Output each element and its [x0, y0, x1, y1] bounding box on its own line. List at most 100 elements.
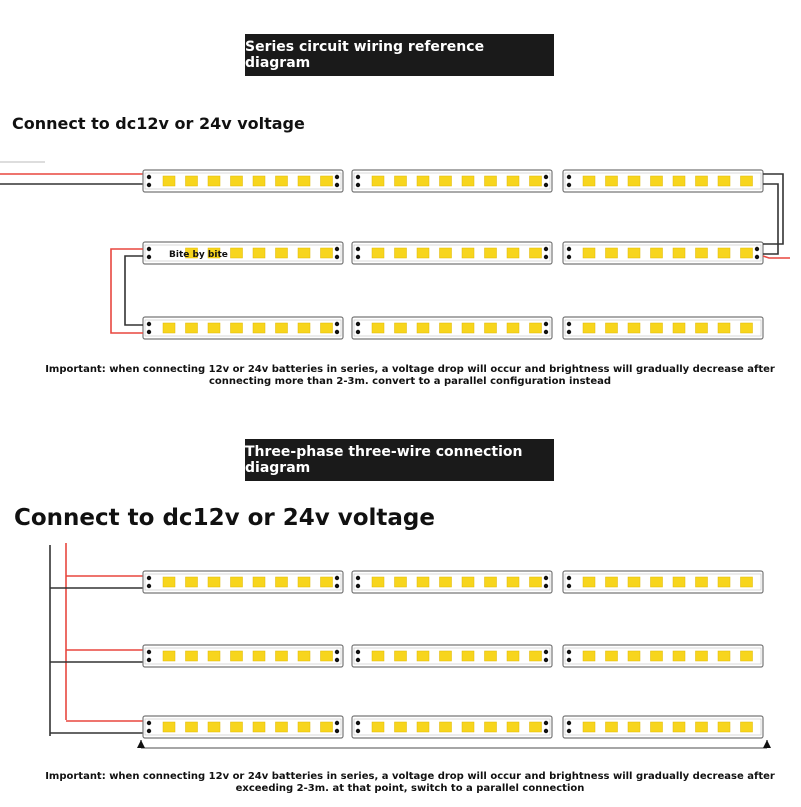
led-chip: [506, 650, 520, 662]
led-chip: [371, 247, 385, 259]
strip-body: [562, 715, 764, 739]
led-chip: [297, 322, 311, 334]
solder-pad: [355, 329, 361, 335]
led-chip: [297, 721, 311, 733]
led-chip: [297, 247, 311, 259]
led-chip: [650, 322, 663, 334]
solder-pad: [566, 728, 572, 734]
solder-pad: [566, 649, 572, 655]
solder-pad: [146, 254, 152, 260]
led-chip: [605, 576, 618, 588]
solder-pad: [566, 321, 572, 327]
solder-pad: [355, 254, 361, 260]
parallel-heading: Connect to dc12v or 24v voltage: [14, 505, 435, 531]
led-strip: [562, 316, 764, 340]
led-chip: [275, 175, 288, 187]
series-left-loop-negative: [124, 255, 143, 326]
strip-inner-edge: [353, 647, 551, 665]
led-chip: [394, 576, 407, 588]
led-chip: [252, 247, 266, 259]
strip-body: [142, 241, 344, 265]
solder-pad: [146, 321, 152, 327]
strip-inner-edge: [144, 244, 342, 262]
led-strip: [142, 241, 344, 265]
led-chip: [461, 576, 475, 588]
solder-pad: [566, 182, 572, 188]
led-chip: [461, 247, 475, 259]
left-arrow-icon: [137, 740, 145, 748]
solder-pad: [543, 246, 549, 252]
solder-pad: [543, 575, 549, 581]
led-chip: [740, 247, 753, 259]
solder-pad: [146, 246, 152, 252]
led-chip: [506, 247, 520, 259]
solder-pad: [355, 321, 361, 327]
led-chip: [627, 721, 641, 733]
led-chip: [252, 322, 266, 334]
strip-inner-edge: [144, 172, 342, 190]
solder-pad: [355, 583, 361, 589]
solder-pad: [334, 720, 340, 726]
strip-inner-edge: [353, 718, 551, 736]
series-heading: Connect to dc12v or 24v voltage: [12, 114, 305, 133]
led-strip: [142, 316, 344, 340]
solder-pad: [543, 174, 549, 180]
led-chip: [695, 721, 708, 733]
solder-pad: [543, 583, 549, 589]
led-strip: [562, 241, 764, 265]
solder-pad: [146, 657, 152, 663]
led-chip: [529, 650, 542, 662]
led-chip: [506, 175, 520, 187]
led-chip: [252, 175, 266, 187]
led-chip: [627, 175, 641, 187]
led-chip: [371, 721, 385, 733]
strip-inner-edge: [564, 647, 762, 665]
strip-inner-edge: [564, 319, 762, 337]
led-chip: [650, 650, 663, 662]
solder-pad: [334, 174, 340, 180]
led-chip: [297, 576, 311, 588]
strip-inner-edge: [144, 319, 342, 337]
strip-inner-edge: [144, 647, 342, 665]
led-chip: [162, 721, 176, 733]
led-chip: [162, 576, 176, 588]
led-chip: [484, 175, 497, 187]
solder-pad: [334, 649, 340, 655]
solder-pad: [543, 649, 549, 655]
led-chip: [461, 322, 475, 334]
series-return-wire-a: [763, 173, 784, 245]
led-strip: [351, 169, 553, 193]
strip-inner-edge: [353, 172, 551, 190]
series-left-loop-positive: [110, 248, 143, 334]
led-chip: [416, 721, 430, 733]
strip-inner-edge: [564, 244, 762, 262]
solder-pad: [355, 657, 361, 663]
led-chip: [207, 576, 221, 588]
strip-inner-edge: [353, 319, 551, 337]
led-chip: [529, 576, 542, 588]
solder-pad: [146, 575, 152, 581]
led-chip: [394, 175, 407, 187]
led-chip: [717, 247, 731, 259]
led-chip: [252, 650, 266, 662]
led-chip: [185, 322, 198, 334]
led-strip: [351, 570, 553, 594]
led-strip: [142, 570, 344, 594]
led-chip: [207, 650, 221, 662]
solder-pad: [146, 174, 152, 180]
led-chip: [695, 247, 708, 259]
solder-pad: [566, 720, 572, 726]
led-strip: [142, 715, 344, 739]
strip-body: [142, 570, 344, 594]
strip-body: [562, 316, 764, 340]
led-chip: [162, 175, 176, 187]
strip-body: [351, 570, 553, 594]
solder-pad: [543, 182, 549, 188]
led-chip: [394, 322, 407, 334]
solder-pad: [355, 720, 361, 726]
strip-inner-edge: [144, 573, 342, 591]
led-chip: [230, 175, 243, 187]
strip-body: [562, 169, 764, 193]
led-chip: [650, 247, 663, 259]
series-note: Important: when connecting 12v or 24v ba…: [45, 364, 775, 387]
